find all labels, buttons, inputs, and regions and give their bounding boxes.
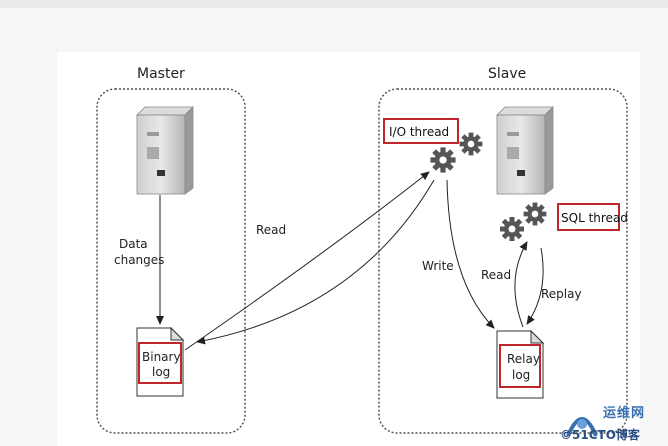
io-thread-box (383, 118, 459, 144)
io-thread-label: I/O thread (389, 125, 449, 139)
slave-server-icon (496, 106, 554, 195)
master-title: Master (137, 66, 185, 82)
replication-diagram: Master Slave I/O thread (57, 52, 640, 446)
slave-panel (378, 88, 628, 434)
master-panel (96, 88, 246, 434)
data-changes-line1: Data (119, 237, 148, 251)
binary-log-icon (136, 326, 185, 397)
relay-log-line2: log (512, 368, 530, 382)
read-label-slave: Read (481, 268, 511, 282)
binary-log-line2: log (152, 365, 170, 379)
write-arrow (446, 179, 495, 329)
binary-log-line1: Binary (142, 350, 181, 364)
relay-log-line1: Relay (507, 352, 540, 366)
replay-label: Replay (541, 287, 582, 301)
watermark: 运维网 ©51CTO博客 (560, 400, 664, 446)
watermark-site: ©51CTO博客 (560, 428, 640, 442)
top-band (0, 0, 668, 8)
data-changes-line2: changes (114, 253, 164, 267)
watermark-logo-icon (566, 417, 598, 437)
relay-log-icon (496, 329, 545, 399)
write-label: Write (422, 259, 454, 273)
read-label-master: Read (256, 223, 286, 237)
sql-thread-box (557, 203, 620, 231)
read-arrow-to-io-thread (184, 171, 430, 351)
sql-thread-label: SQL thread (561, 211, 628, 225)
replay-arrow (526, 247, 544, 325)
read-arrow-relay (514, 241, 528, 328)
sql-thread-gear-icon (500, 202, 547, 241)
slave-title: Slave (488, 66, 526, 82)
watermark-cn: 运维网 (603, 406, 646, 421)
read-arrow-to-binary-log (196, 179, 435, 345)
master-server-icon (136, 106, 194, 195)
diagram-canvas: Master Slave I/O thread (96, 66, 628, 434)
